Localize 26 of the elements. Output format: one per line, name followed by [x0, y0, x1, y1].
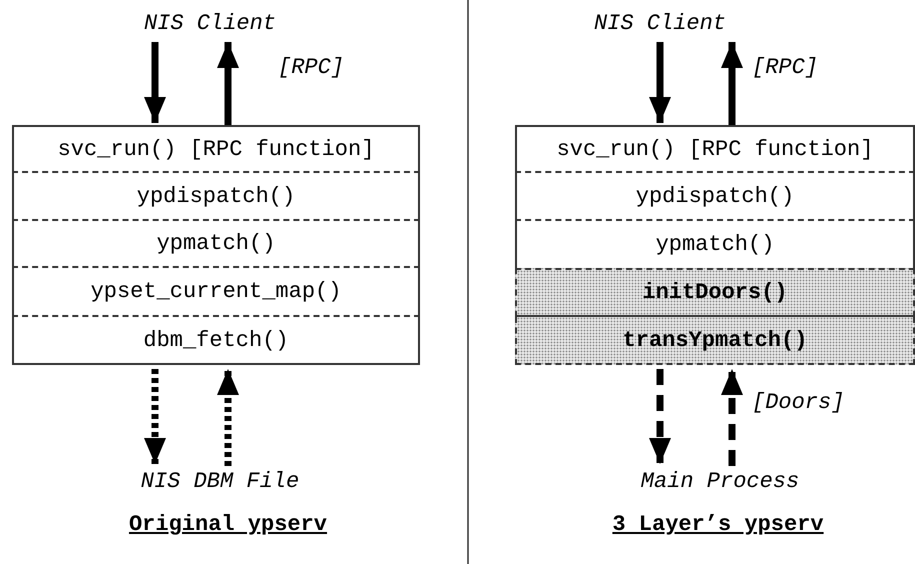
layer-band: ypdispatch() — [12, 173, 420, 221]
arrow — [144, 42, 166, 123]
arrow — [721, 42, 743, 125]
edge-label: [RPC] — [752, 55, 818, 80]
endpoint-label: NIS Client — [144, 8, 276, 38]
layer-band: ypset_current_map() — [12, 268, 420, 317]
edge-label: [RPC] — [278, 55, 344, 80]
layer-band: ypdispatch() — [515, 173, 915, 221]
layer-band: dbm_fetch() — [12, 317, 420, 365]
layer-band: transYpmatch() — [515, 317, 915, 365]
layer-band: initDoors() — [515, 268, 915, 317]
edge-label: [Doors] — [752, 390, 844, 415]
arrow — [649, 42, 671, 123]
arrow — [649, 369, 671, 464]
arrow — [217, 369, 239, 466]
panel-caption: Original ypserv — [128, 512, 328, 537]
layer-band: ypmatch() — [12, 221, 420, 268]
arrow — [721, 369, 743, 466]
endpoint-label: NIS DBM File — [140, 466, 300, 496]
arrow — [144, 369, 166, 464]
panel-caption: 3 Layer’s ypserv — [612, 512, 824, 537]
arrow — [217, 42, 239, 125]
endpoint-label: Main Process — [640, 466, 800, 496]
layer-band: svc_run() [RPC function] — [12, 125, 420, 173]
endpoint-label: NIS Client — [594, 8, 726, 38]
layer-band: svc_run() [RPC function] — [515, 125, 915, 173]
